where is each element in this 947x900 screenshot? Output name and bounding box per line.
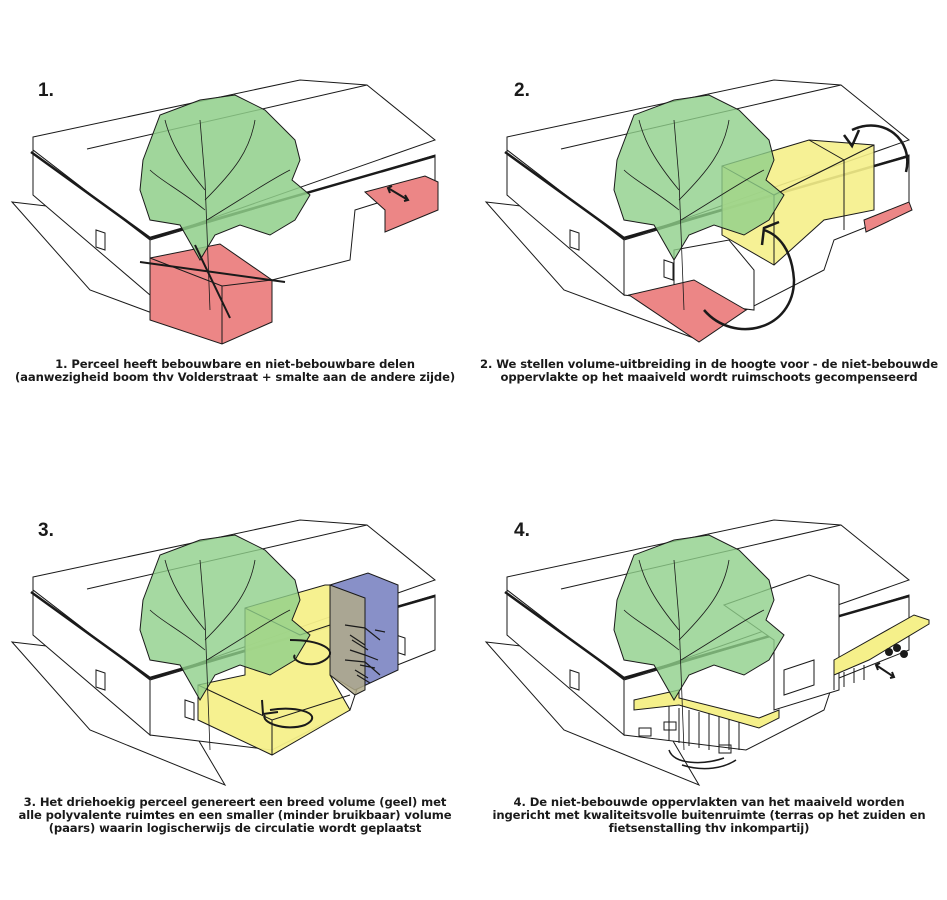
bicycle-shelter-canopy xyxy=(833,614,930,676)
curved-arrow-icon xyxy=(851,124,909,173)
building-eave xyxy=(30,150,436,240)
tree-canopy xyxy=(139,94,311,261)
caption-line: 4. De niet-bebouwde oppervlakten van het… xyxy=(513,795,905,809)
panel-number: 3. xyxy=(38,520,54,541)
caption-line: 3. Het driehoekig perceel genereert een … xyxy=(23,795,447,809)
circular-arrow-icon xyxy=(263,707,314,729)
bicycle-icon xyxy=(885,644,908,658)
axonometric-sketch-3 xyxy=(10,519,437,787)
door xyxy=(184,699,195,721)
caption-line: (aanwezigheid boom thv Volderstraat + sm… xyxy=(14,370,456,384)
panel-number: 2. xyxy=(514,80,530,101)
axonometric-sketch-2 xyxy=(484,79,913,343)
curved-arrow-head xyxy=(760,220,780,246)
terrace-canopy xyxy=(633,689,780,729)
panel-caption: 2. We stellen volume-uitbreiding in de h… xyxy=(474,358,944,384)
diagram-panel-2: 2. 2. We stellen volume-uitbreiding in d… xyxy=(474,60,944,460)
unbuildable-zone-front xyxy=(149,243,273,345)
door xyxy=(569,669,580,691)
tree-branches xyxy=(149,559,291,751)
caption-line: fietsenstalling thv inkompartij) xyxy=(608,821,810,835)
circular-arrow-icon xyxy=(289,639,332,666)
panel-caption: 3. Het driehoekig perceel genereert een … xyxy=(0,796,470,835)
caption-line: ingericht met kwaliteitsvolle buitenruim… xyxy=(492,808,926,822)
diagram-panel-3: 3. 3. Het driehoekig perceel genereert e… xyxy=(0,500,470,900)
tree-branches xyxy=(623,119,765,311)
caption-line: (paars) waarin logischerwijs de circulat… xyxy=(48,821,422,835)
stairs-icon xyxy=(344,624,386,684)
tree-canopy xyxy=(139,534,311,701)
diagram-panel-1: 1. 1. Perceel heeft bebouwbare en niet-b… xyxy=(0,60,470,460)
window xyxy=(783,659,815,696)
tree-canopy xyxy=(613,534,785,701)
double-arrow-icon xyxy=(874,662,896,679)
tree-branches xyxy=(149,119,291,311)
axonometric-sketch-1 xyxy=(10,79,439,345)
panel-caption: 1. Perceel heeft bebouwbare en niet-bebo… xyxy=(0,358,470,384)
curved-arrow-head xyxy=(842,129,861,149)
terrace-furniture-icon xyxy=(638,721,737,770)
unbuildable-zone-side xyxy=(363,175,439,233)
panel-number: 4. xyxy=(514,520,530,541)
diagram-panel-4: 4. 4. De niet-bebouwde oppervlakten van … xyxy=(474,500,944,900)
caption-line: oppervlakte op het maaiveld wordt ruimsc… xyxy=(500,370,918,384)
door xyxy=(95,229,106,251)
panel-number: 1. xyxy=(38,80,54,101)
unbuildable-zone-side xyxy=(863,201,913,233)
door xyxy=(95,669,106,691)
caption-line: alle polyvalente ruimtes en een smaller … xyxy=(18,808,452,822)
unbuildable-zone-front xyxy=(627,279,747,343)
glazed-facade-entrance xyxy=(833,665,865,690)
caption-line: 2. We stellen volume-uitbreiding in de h… xyxy=(480,357,938,371)
curved-arrow-icon xyxy=(703,228,796,331)
tree-canopy xyxy=(613,94,785,261)
caption-line: 1. Perceel heeft bebouwbare en niet-bebo… xyxy=(55,357,415,371)
door xyxy=(663,259,674,281)
circulation-volume-overlap xyxy=(329,584,366,696)
tree-branches xyxy=(623,559,765,751)
axonometric-sketch-4 xyxy=(484,519,930,787)
panel-caption: 4. De niet-bebouwde oppervlakten van het… xyxy=(474,796,944,835)
crossed-out-marks xyxy=(139,244,286,319)
width-arrow-icon xyxy=(386,185,410,202)
arrow-head xyxy=(261,699,279,716)
door xyxy=(569,229,580,251)
